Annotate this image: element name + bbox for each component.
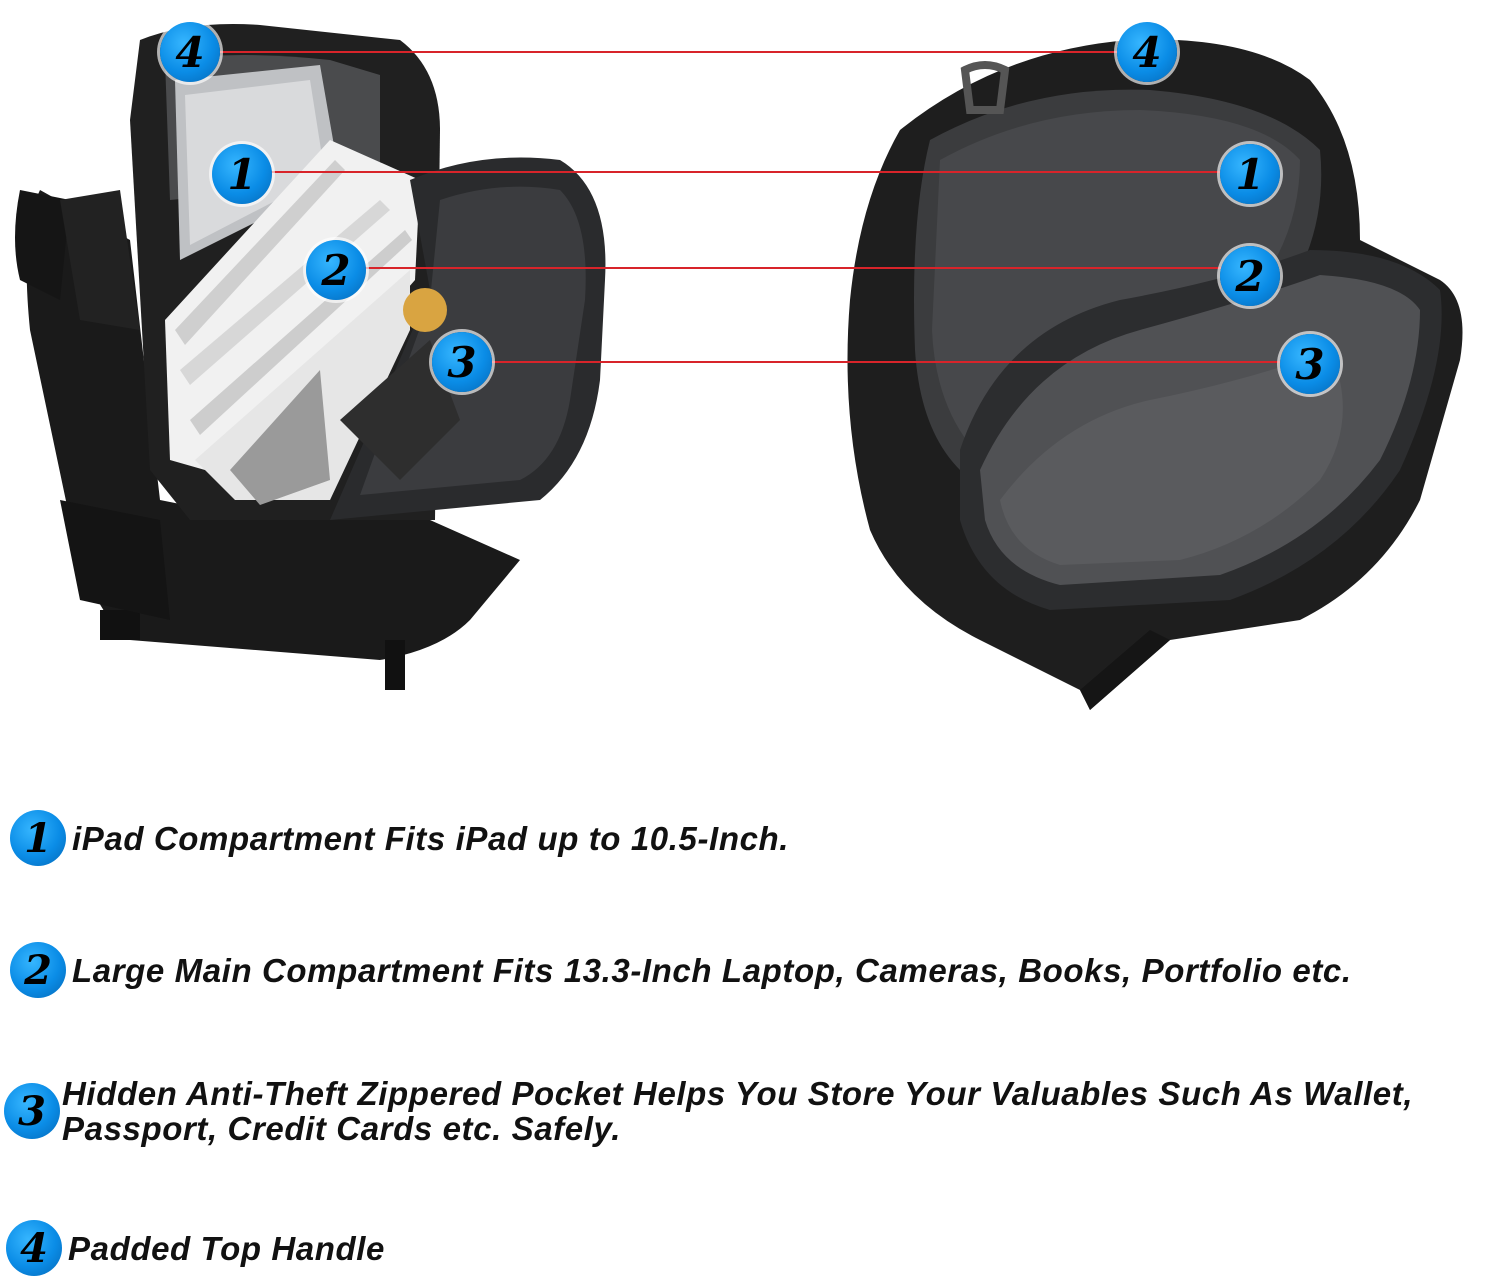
feature-item-4: 4 Padded Top Handle: [6, 1220, 385, 1276]
feature-text: Hidden Anti-Theft Zippered Pocket Helps …: [62, 1076, 1413, 1146]
number-2-badge-icon: 2: [10, 942, 66, 998]
feature-item-3: 3 Hidden Anti-Theft Zippered Pocket Help…: [4, 1076, 1413, 1146]
number-4-badge-icon: 4: [6, 1220, 62, 1276]
number-1-badge-icon: 1: [212, 144, 272, 204]
number-3-badge-icon: 3: [432, 332, 492, 392]
feature-item-1: 1 iPad Compartment Fits iPad up to 10.5-…: [10, 810, 789, 866]
product-illustration: 4 4 1 1 2 2 3 3: [15, 22, 1463, 710]
feature-text: Large Main Compartment Fits 13.3-Inch La…: [72, 951, 1352, 989]
number-4-badge-icon: 4: [160, 22, 220, 82]
left-backpack-image: [15, 24, 606, 690]
number-4-badge-icon: 4: [1117, 22, 1177, 82]
feature-text-line-2: Passport, Credit Cards etc. Safely.: [62, 1110, 621, 1147]
number-3-badge-icon: 3: [1280, 334, 1340, 394]
number-2-badge-icon: 2: [1220, 246, 1280, 306]
number-3-badge-icon: 3: [4, 1083, 60, 1139]
number-1-badge-icon: 1: [10, 810, 66, 866]
feature-item-2: 2 Large Main Compartment Fits 13.3-Inch …: [10, 942, 1352, 998]
backpack-photos: [15, 24, 1463, 710]
number-2-badge-icon: 2: [306, 240, 366, 300]
callout-connector-lines: [218, 51, 1282, 363]
feature-text-line-1: Hidden Anti-Theft Zippered Pocket Helps …: [62, 1075, 1414, 1112]
number-1-badge-icon: 1: [1220, 144, 1280, 204]
feature-text: iPad Compartment Fits iPad up to 10.5-In…: [72, 819, 790, 857]
feature-text: Padded Top Handle: [68, 1229, 385, 1267]
right-backpack-image: [847, 39, 1463, 710]
